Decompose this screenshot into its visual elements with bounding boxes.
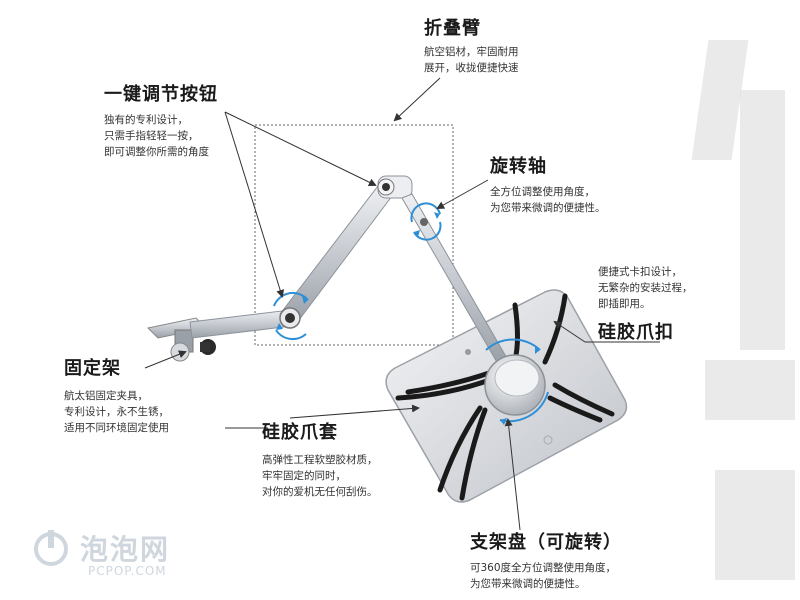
highlight-box (254, 124, 454, 346)
desc-line: 便捷式卡扣设计， (598, 266, 682, 278)
silicone-cover-desc: 高弹性工程软塑胶材质， 牢牢固定的同时， 对你的爱机无任何刮伤。 (262, 452, 378, 500)
label-folding-arm: 折叠臂 航空铝材，牢固耐用 展开，收拢便捷快速 (424, 14, 519, 76)
folding-arm-desc: 航空铝材，牢固耐用 展开，收拢便捷快速 (424, 44, 519, 76)
label-fixed-mount: 固定架 航太铝固定夹具， 专利设计，永不生锈， 适用不同环境固定使用 (64, 354, 169, 436)
desc-line: 展开，收拢便捷快速 (424, 62, 519, 74)
pointer-lines (144, 77, 660, 531)
rotating-axis-desc: 全方位调整使用角度， 为您带来微调的便捷性。 (490, 184, 606, 216)
quick-clip-desc: 便捷式卡扣设计， 无繁杂的安装过程， 即插即用。 (598, 264, 693, 312)
silicone-clip-title: 硅胶爪扣 (598, 322, 674, 343)
desc-line: 专利设计，永不生锈， (64, 406, 169, 418)
rotation-arrows (273, 202, 549, 423)
label-bracket-disc: 支架盘（可旋转） 可360度全方位调整使用角度， 为您带来微调的便捷性。 (470, 528, 622, 592)
power-icon (34, 530, 68, 566)
watermark-logo-text: 泡泡网 (80, 533, 171, 566)
folding-arm (146, 175, 546, 416)
grunge-texture (740, 90, 785, 350)
silicone-straps (395, 293, 615, 501)
rotating-axis-title: 旋转轴 (490, 156, 547, 177)
label-one-key-button: 一键调节按钮 独有的专利设计， 只需手指轻轻一按， 即可调整你所需的角度 (104, 80, 218, 160)
folding-arm-title: 折叠臂 (424, 18, 481, 39)
bracket-disc-desc: 可360度全方位调整使用角度， 为您带来微调的便捷性。 (470, 560, 622, 592)
desc-line: 为您带来微调的便捷性。 (470, 578, 586, 590)
grunge-texture (705, 360, 795, 420)
label-silicone-clip: 硅胶爪扣 (598, 318, 674, 344)
one-key-button-title: 一键调节按钮 (104, 84, 218, 105)
desc-line: 只需手指轻轻一按， (104, 130, 199, 142)
one-key-button-desc: 独有的专利设计， 只需手指轻轻一按， 即可调整你所需的角度 (104, 112, 218, 160)
desc-line: 高弹性工程软塑胶材质， (262, 454, 378, 466)
desc-line: 全方位调整使用角度， (490, 186, 595, 198)
watermark-url: PCPOP.COM (88, 564, 167, 578)
desc-line: 为您带来微调的便捷性。 (490, 202, 606, 214)
fixed-mount-desc: 航太铝固定夹具， 专利设计，永不生锈， 适用不同环境固定使用 (64, 388, 169, 436)
desc-line: 可360度全方位调整使用角度， (470, 562, 617, 574)
grunge-texture (715, 470, 795, 580)
desc-line: 即可调整你所需的角度 (104, 146, 209, 158)
desc-line: 即插即用。 (598, 298, 651, 310)
desc-line: 航太铝固定夹具， (64, 390, 148, 402)
desc-line: 无繁杂的安装过程， (598, 282, 693, 294)
desc-line: 航空铝材，牢固耐用 (424, 46, 519, 58)
silicone-cover-title: 硅胶爪套 (262, 422, 338, 443)
fixed-mount-title: 固定架 (64, 358, 121, 379)
watermark: 泡泡网 PCPOP.COM (30, 528, 170, 578)
bracket-disc-title: 支架盘（可旋转） (470, 532, 622, 553)
label-silicone-cover: 硅胶爪套 高弹性工程软塑胶材质， 牢牢固定的同时， 对你的爱机无任何刮伤。 (262, 418, 378, 500)
desc-line: 适用不同环境固定使用 (64, 422, 169, 434)
desc-line: 牢牢固定的同时， (262, 470, 346, 482)
label-rotating-axis: 旋转轴 全方位调整使用角度， 为您带来微调的便捷性。 (490, 152, 606, 216)
desc-line: 独有的专利设计， (104, 114, 188, 126)
desc-line: 对你的爱机无任何刮伤。 (262, 486, 378, 498)
